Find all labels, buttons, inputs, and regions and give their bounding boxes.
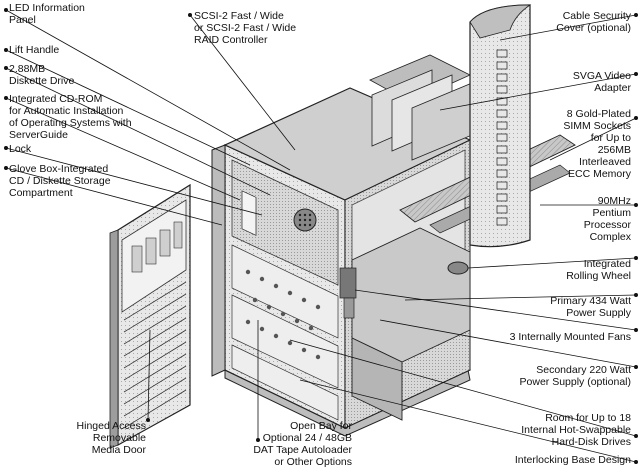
label-line: Power Supply bbox=[566, 307, 631, 319]
label-line: DAT Tape Autoloader bbox=[253, 444, 352, 456]
label-integrated-cdrom: Integrated CD-ROM for Automatic Installa… bbox=[9, 93, 132, 141]
label-diskette-drive: 2.88MB Diskette Drive bbox=[9, 63, 74, 87]
label-line: Removable bbox=[92, 432, 146, 444]
label-line: Integrated CD-ROM bbox=[9, 93, 103, 105]
leader-lines bbox=[5, 9, 637, 463]
label-lock: Lock bbox=[9, 143, 31, 155]
label-line: Interlocking Base Design bbox=[514, 454, 631, 466]
label-line: 8 Gold-Plated bbox=[566, 108, 631, 120]
label-pentium-processor: 90MHz Pentium Processor Complex bbox=[584, 195, 631, 243]
label-line: Compartment bbox=[9, 187, 73, 199]
label-line: of Operating Systems with bbox=[9, 117, 132, 129]
label-line: Adapter bbox=[594, 82, 631, 94]
label-open-bay: Open Bay for Optional 24 / 48GB DAT Tape… bbox=[230, 420, 352, 468]
label-interlocking-base: Interlocking Base Design bbox=[515, 454, 631, 466]
label-line: Internal Hot-Swappable bbox=[521, 424, 631, 436]
label-line: Power Supply (optional) bbox=[519, 376, 631, 388]
label-internal-fans: 3 Internally Mounted Fans bbox=[510, 331, 631, 343]
label-line: Processor bbox=[583, 219, 631, 231]
label-line: Media Door bbox=[91, 444, 146, 456]
label-primary-power-supply: Primary 434 Watt Power Supply bbox=[550, 295, 631, 319]
rolling-wheel bbox=[447, 261, 469, 275]
label-line: ServerGuide bbox=[9, 129, 68, 141]
media-door bbox=[109, 183, 191, 449]
label-led-information-panel: LED Information Panel bbox=[9, 2, 85, 26]
label-line: for Up to bbox=[590, 132, 631, 144]
label-media-door: Hinged Access Removable Media Door bbox=[58, 420, 146, 456]
label-line: LED Information bbox=[9, 2, 85, 14]
label-svga-video-adapter: SVGA Video Adapter bbox=[573, 70, 631, 94]
label-line: 3 Internally Mounted Fans bbox=[509, 331, 631, 343]
label-line: Hinged Access bbox=[76, 420, 146, 432]
label-line: Secondary 220 Watt bbox=[536, 364, 631, 376]
label-simm-sockets: 8 Gold-Plated SIMM Sockets for Up to 256… bbox=[563, 108, 631, 180]
label-line: Integrated bbox=[583, 258, 631, 270]
label-line: Room for Up to 18 bbox=[545, 412, 631, 424]
chassis-side-edge bbox=[211, 144, 226, 377]
label-line: 256MB bbox=[597, 144, 631, 156]
label-rolling-wheel: Integrated Rolling Wheel bbox=[566, 258, 631, 282]
label-line: or Other Options bbox=[274, 456, 352, 468]
label-line: 2.88MB bbox=[9, 63, 46, 75]
label-line: SCSI-2 Fast / Wide bbox=[194, 10, 284, 22]
chassis-interior bbox=[293, 54, 576, 429]
label-line: RAID Controller bbox=[194, 34, 268, 46]
label-line: Interleaved bbox=[579, 156, 631, 168]
label-line: Panel bbox=[9, 14, 36, 26]
label-cable-security-cover: Cable Security Cover (optional) bbox=[556, 10, 631, 34]
label-line: ECC Memory bbox=[567, 168, 631, 180]
label-scsi-controller: SCSI-2 Fast / Wide or SCSI-2 Fast / Wide… bbox=[194, 10, 296, 46]
label-line: Complex bbox=[589, 231, 631, 243]
label-line: Optional 24 / 48GB bbox=[262, 432, 352, 444]
label-line: Cover (optional) bbox=[556, 22, 631, 34]
label-hot-swap-drives: Room for Up to 18 Internal Hot-Swappable… bbox=[521, 412, 631, 448]
label-line: Lock bbox=[9, 143, 32, 155]
label-line: or SCSI-2 Fast / Wide bbox=[194, 22, 297, 34]
fan-grille bbox=[293, 208, 317, 232]
label-line: Glove Box-Integrated bbox=[9, 163, 109, 175]
label-line: Hard-Disk Drives bbox=[551, 436, 631, 448]
cable-security-cover bbox=[469, 4, 532, 248]
label-glove-box: Glove Box-Integrated CD / Diskette Stora… bbox=[9, 163, 111, 199]
label-line: Open Bay for bbox=[290, 420, 352, 432]
label-line: Primary 434 Watt bbox=[550, 295, 631, 307]
label-line: for Automatic Installation bbox=[9, 105, 124, 117]
label-line: Pentium bbox=[592, 207, 631, 219]
leader-dots bbox=[4, 8, 638, 464]
label-secondary-power-supply: Secondary 220 Watt Power Supply (optiona… bbox=[520, 364, 631, 388]
label-line: Rolling Wheel bbox=[566, 270, 631, 282]
label-line: SVGA Video bbox=[572, 70, 631, 82]
label-line: Cable Security bbox=[562, 10, 631, 22]
label-line: SIMM Sockets bbox=[563, 120, 631, 132]
label-lift-handle: Lift Handle bbox=[9, 44, 59, 56]
label-line: Diskette Drive bbox=[9, 75, 75, 87]
label-line: CD / Diskette Storage bbox=[9, 175, 111, 187]
label-line: Lift Handle bbox=[9, 44, 60, 56]
label-line: 90MHz bbox=[597, 195, 631, 207]
